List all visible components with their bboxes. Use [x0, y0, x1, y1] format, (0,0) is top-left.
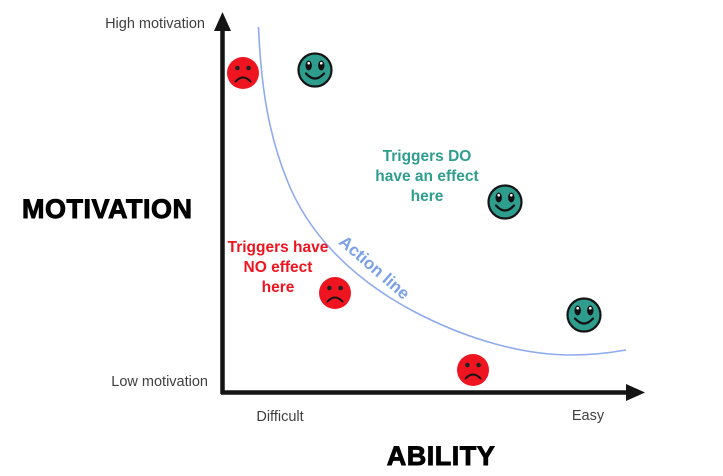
x-axis-right-label: Easy [571, 408, 605, 424]
y-axis-top-label: High motivation [105, 16, 205, 32]
x-axis-title: ABILITY [386, 441, 496, 472]
happy-face-icon [566, 297, 602, 333]
annotation-triggers-no-effect: Triggers have NO effect here [227, 239, 329, 296]
happy-face-icon [297, 52, 333, 88]
y-axis-bottom-label: Low motivation [111, 374, 208, 390]
annotation-triggers-do-have-effect: Triggers DO have an effect here [375, 148, 479, 205]
action-line-curve [257, 26, 627, 356]
x-axis-arrowhead [626, 384, 645, 401]
x-axis-left-label: Difficult [256, 409, 304, 425]
y-axis-arrowhead [214, 12, 231, 31]
sad-face-icon [226, 56, 260, 90]
y-axis-title: MOTIVATION [22, 194, 193, 225]
sad-face-icon [456, 353, 490, 387]
